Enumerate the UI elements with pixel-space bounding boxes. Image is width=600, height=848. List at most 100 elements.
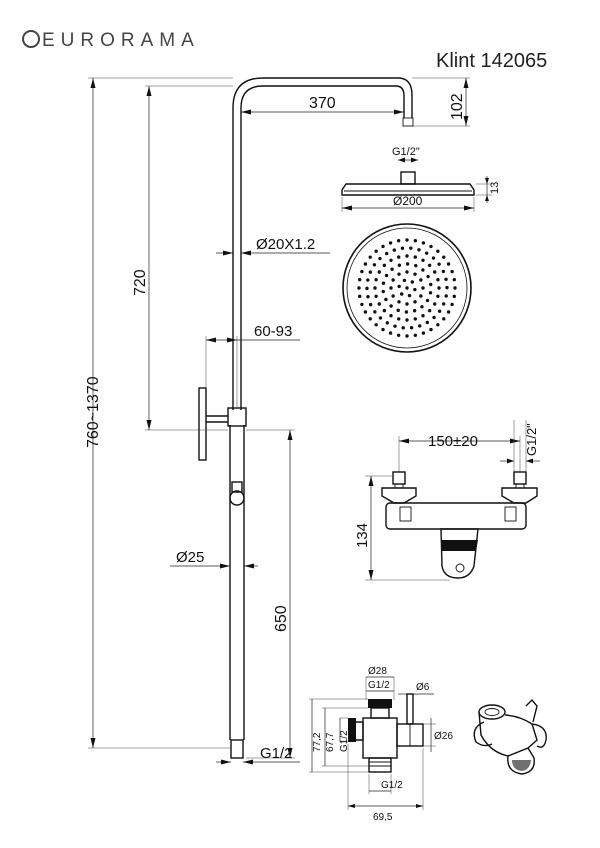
nozzle-dot: [413, 272, 417, 276]
nozzle-dot: [397, 300, 401, 304]
nozzle-dot: [381, 327, 385, 332]
shower-head-side: G1/2" 13 Ø200: [341, 146, 501, 212]
nozzle-dot: [437, 262, 441, 266]
nozzle-dot: [400, 246, 405, 250]
nozzle-dot: [417, 248, 421, 252]
nozzle-dot: [373, 286, 377, 290]
nozzle-dot: [363, 310, 368, 314]
nozzle-dot: [446, 310, 451, 314]
nozzle-dot: [453, 286, 457, 290]
diverter-body-dia-label: Ø26: [434, 731, 453, 742]
nozzle-dot: [444, 277, 448, 282]
nozzle-dot: [420, 305, 424, 309]
nozzle-dot: [413, 287, 417, 292]
nozzle-dot: [385, 321, 390, 325]
nozzle-dot: [436, 278, 440, 282]
nozzle-dot: [397, 272, 401, 276]
nozzle-dot: [410, 280, 414, 284]
nozzle-dot: [384, 251, 389, 256]
nozzle-dot: [357, 286, 361, 290]
nozzle-dot: [436, 323, 440, 327]
nozzle-dot: [427, 263, 432, 268]
nozzle-dot: [389, 286, 393, 290]
nozzle-dot: [396, 333, 401, 337]
head-thickness-label: 13: [489, 182, 501, 194]
nozzle-dot: [433, 302, 437, 306]
nozzle-dot: [421, 258, 425, 262]
nozzle-dot: [436, 249, 440, 253]
nozzle-dot: [426, 274, 430, 279]
nozzle-dot: [382, 263, 387, 268]
nozzle-dot: [409, 326, 414, 330]
nozzle-dot: [452, 277, 456, 282]
diverter-side-thread-label: G1/2: [339, 730, 350, 752]
eurorama-logo-icon: [22, 30, 40, 48]
nozzle-dot: [396, 308, 400, 313]
nozzle-dot: [413, 239, 418, 243]
nozzle-dot: [405, 286, 409, 290]
nozzle-dot: [413, 317, 417, 321]
nozzle-dot: [428, 291, 433, 295]
nozzle-dot: [368, 255, 372, 259]
nozzle-dot: [360, 269, 364, 274]
nozzle-dot: [402, 278, 407, 283]
pipe-upper-label: Ø20X1.2: [256, 236, 315, 253]
nozzle-dot: [414, 263, 418, 268]
nozzle-dot: [374, 278, 378, 282]
nozzle-dot: [365, 286, 369, 291]
pipe-lower-label: Ø25: [176, 549, 204, 566]
bottom-thread-label: G1/2: [260, 745, 293, 762]
nozzle-dot: [446, 262, 451, 266]
nozzle-dot: [441, 269, 446, 274]
nozzle-dot: [429, 327, 433, 332]
nozzle-dot: [445, 285, 449, 290]
wall-bracket-label: 60-93: [254, 323, 292, 340]
nozzle-dot: [424, 251, 429, 255]
nozzle-dot: [391, 278, 395, 282]
nozzle-dot: [391, 294, 395, 298]
mixer-height-label: 134: [354, 523, 371, 548]
arm-drop-label: 102: [449, 93, 466, 120]
nozzle-dot: [413, 255, 417, 259]
nozzle-pattern: [357, 238, 457, 338]
nozzle-dot: [377, 302, 381, 306]
head-diameter-label: Ø200: [393, 194, 423, 208]
nozzle-dot: [372, 263, 377, 267]
nozzle-dot: [436, 294, 440, 298]
nozzle-dot: [421, 286, 425, 290]
nozzle-dot: [421, 314, 425, 318]
nozzle-dot: [452, 294, 456, 299]
nozzle-dot: [374, 294, 378, 298]
nozzle-dot: [366, 294, 370, 299]
nozzle-dot: [444, 294, 448, 298]
nozzle-dot: [397, 284, 401, 289]
nozzle-dot: [400, 292, 404, 296]
nozzle-dot: [393, 324, 397, 328]
nozzle-dot: [392, 248, 396, 252]
head-thread-label: G1/2": [392, 146, 420, 158]
mixer-valve: 150±20 G1/2" 134: [354, 420, 540, 581]
diverter-3d-view: [473, 698, 547, 775]
diverter-width-label: 69,5: [373, 812, 393, 823]
nozzle-dot: [397, 317, 401, 321]
nozzle-dot: [412, 309, 417, 313]
nozzle-dot: [381, 281, 386, 285]
nozzle-dot: [366, 278, 370, 282]
shower-head-top: [342, 223, 472, 353]
nozzle-dot: [413, 300, 417, 304]
arm-length-label: 370: [309, 95, 336, 112]
diverter-bottom-thread-label: G1/2: [381, 780, 403, 791]
nozzle-dot: [425, 320, 430, 325]
nozzle-dot: [405, 254, 409, 258]
nozzle-dot: [442, 317, 446, 321]
mixer-spacing-label: 150±20: [428, 433, 478, 450]
nozzle-dot: [368, 302, 373, 307]
nozzle-dot: [396, 239, 401, 243]
nozzle-dot: [368, 270, 373, 274]
nozzle-dot: [442, 255, 446, 259]
nozzle-dot: [397, 263, 402, 267]
nozzle-dot: [389, 304, 393, 308]
nozzle-dot: [404, 310, 409, 314]
nozzle-dot: [409, 246, 413, 250]
nozzle-dot: [421, 331, 426, 335]
